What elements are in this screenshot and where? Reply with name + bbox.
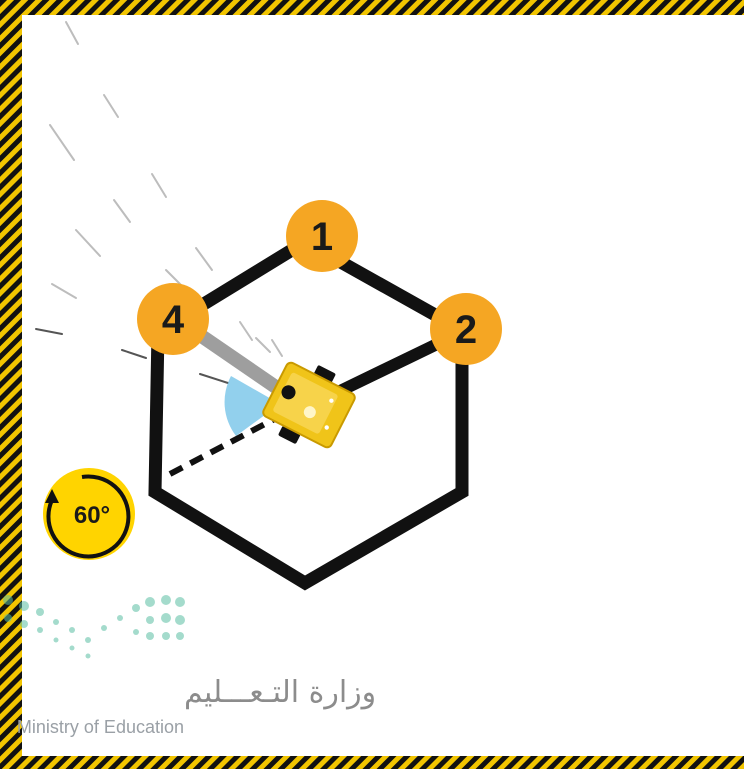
marker-2: 2 — [430, 293, 502, 365]
marker-1-label: 1 — [311, 215, 333, 259]
watermark-arabic: وزارة التـعـــليم — [184, 675, 376, 710]
rotation-angle-label: 60° — [74, 502, 110, 529]
marker-1: 1 — [286, 200, 358, 272]
marker-2-label: 2 — [455, 308, 477, 352]
rotation-badge: 60° — [43, 468, 135, 560]
marker-4: 4 — [137, 283, 209, 355]
border-left — [0, 0, 22, 769]
border-top — [0, 0, 744, 15]
marker-4-label: 4 — [162, 298, 185, 342]
watermark-english: Ministry of Education — [17, 717, 184, 737]
border-bottom — [0, 756, 744, 769]
ministry-logo — [3, 595, 185, 659]
initial-heading-line — [170, 414, 284, 474]
robot — [257, 352, 361, 459]
